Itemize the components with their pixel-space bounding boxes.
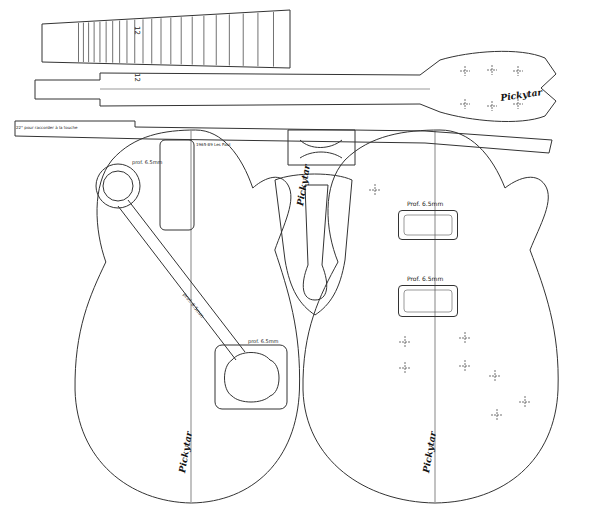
jack-hole	[96, 164, 140, 208]
neck-profile	[15, 121, 552, 153]
truss-cover	[303, 185, 328, 300]
neck	[35, 51, 556, 121]
depth-note: Prof. 6.5mm	[407, 201, 443, 207]
pickup-route: Prof. 6.5mm	[398, 210, 458, 240]
template-note: 12	[133, 26, 140, 35]
depth-note: Prof. 6.5mm	[407, 276, 443, 282]
control-cover	[225, 353, 280, 403]
fretboard	[42, 10, 290, 68]
pickup-inner	[398, 285, 458, 317]
neck-pocket	[160, 140, 194, 230]
brand-logo: Pickytar	[422, 431, 438, 474]
control-cavity	[215, 345, 287, 409]
pickup-inner	[398, 210, 458, 240]
template-note: 22° pour raccorder à la touche	[16, 126, 78, 130]
template-note: prof. 6.5mm	[248, 339, 278, 344]
pickguard-template	[275, 174, 352, 315]
brand-logo: Pickytar	[500, 88, 543, 103]
hole-marks	[369, 184, 531, 421]
brand-logo: Pickytar	[178, 431, 194, 474]
tuner-marks	[460, 65, 523, 111]
template-note: prof. 6.5mm	[132, 160, 162, 165]
template-note: 12	[133, 73, 140, 82]
wire-channel	[118, 200, 245, 360]
front-body	[303, 130, 558, 503]
fret-lines	[79, 12, 274, 67]
back-body	[75, 130, 300, 503]
pickup-route: Prof. 6.5mm	[398, 285, 458, 317]
template-note: 1965-89 Les Paul	[196, 143, 230, 147]
jack-hole-inner	[103, 171, 133, 201]
neck-centre	[100, 89, 430, 90]
